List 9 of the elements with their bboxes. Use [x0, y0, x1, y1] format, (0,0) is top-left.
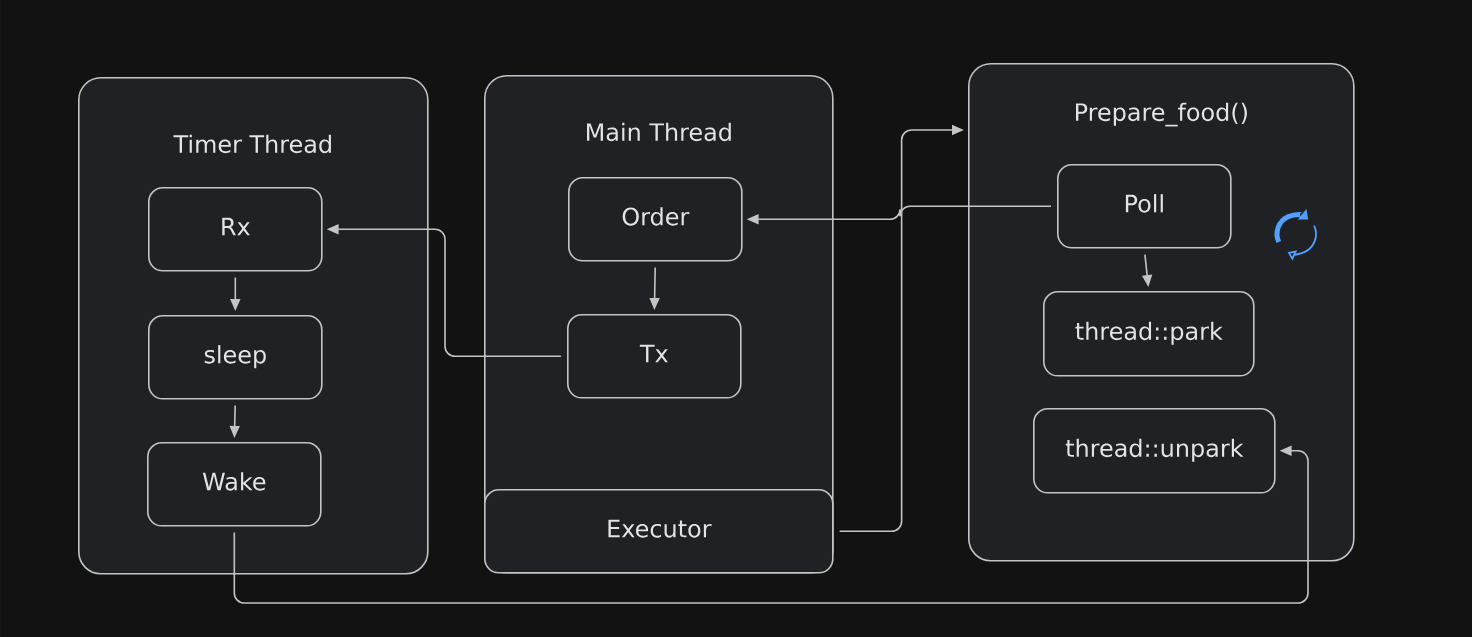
process-box: sleep — [148, 315, 323, 400]
process-box: Wake — [147, 442, 322, 527]
process-box: Tx — [567, 314, 742, 399]
process-box: Executor — [484, 489, 834, 574]
process-box: Poll — [1057, 164, 1232, 249]
process-box: thread::park — [1043, 291, 1255, 377]
process-box: thread::unpark — [1033, 408, 1276, 494]
process-box: Order — [568, 177, 743, 262]
process-box: Rx — [148, 187, 323, 272]
